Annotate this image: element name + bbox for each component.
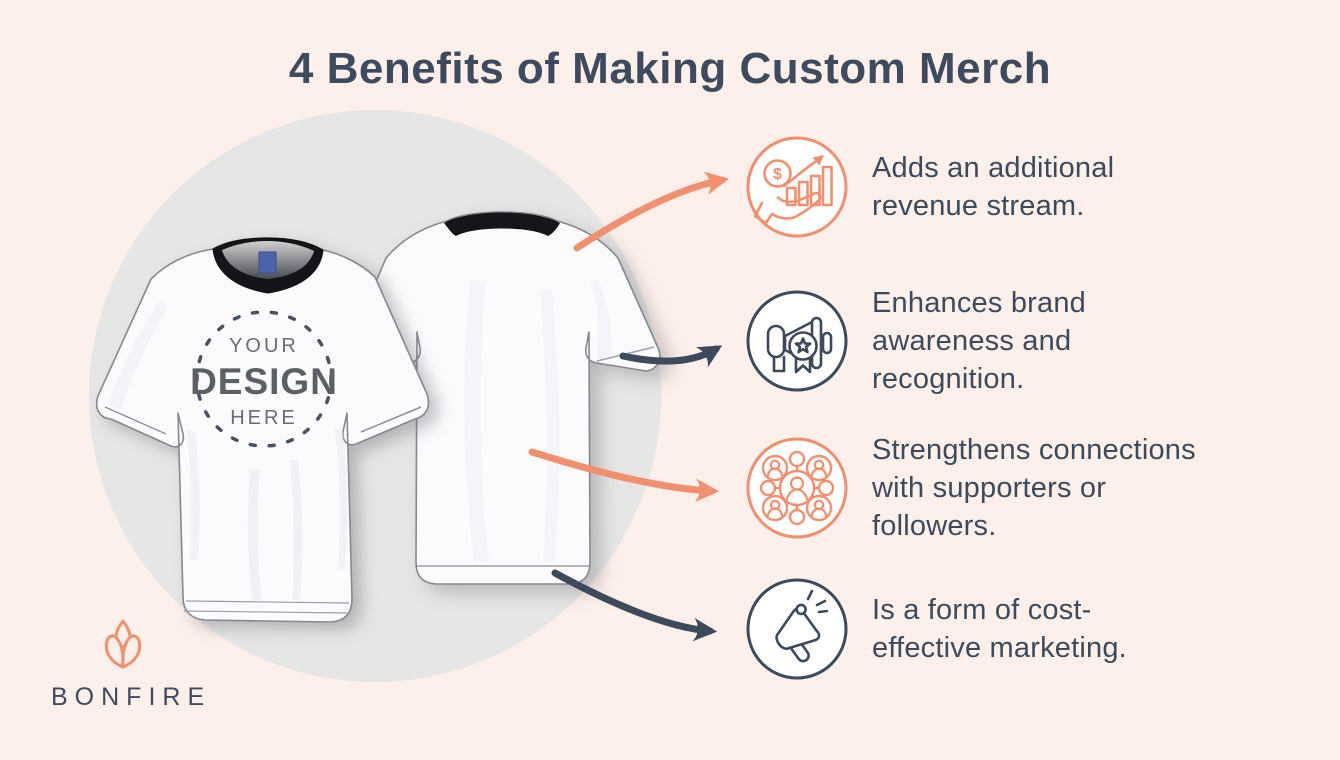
arrow-to-benefit-1: [573, 171, 730, 252]
svg-text:$: $: [773, 166, 782, 183]
design-text-design: DESIGN: [190, 361, 338, 402]
logo-wordmark: BONFIRE: [51, 683, 212, 711]
benefit-row-3: Strengthens connections with supporters …: [746, 431, 1196, 545]
bonfire-flame-icon: [104, 619, 142, 669]
revenue-growth-icon: $: [746, 136, 848, 238]
benefit-text-2: Enhances brand awareness and recognition…: [872, 287, 1087, 395]
supporter-network-icon: [746, 437, 848, 539]
benefit-text-4: Is a form of cost- effective marketing.: [872, 594, 1127, 664]
design-dashed-circle: [195, 310, 333, 448]
brand-badge-megaphone-icon: [746, 290, 848, 392]
arrow-to-benefit-4: [551, 569, 718, 642]
benefit-text-1: Adds an additional revenue stream.: [872, 152, 1115, 222]
page-title: 4 Benefits of Making Custom Merch: [288, 44, 1052, 93]
marketing-megaphone-icon: [746, 578, 848, 680]
benefit-row-4: Is a form of cost- effective marketing.: [746, 578, 1127, 680]
design-text-your: YOUR: [229, 335, 299, 357]
benefit-text-3: Strengthens connections with supporters …: [872, 434, 1196, 542]
benefit-row-2: Enhances brand awareness and recognition…: [746, 284, 1086, 398]
benefit-row-1: $ Adds an additional revenue stream.: [746, 136, 1114, 238]
shirt-tag: [258, 251, 277, 274]
design-text-here: HERE: [230, 407, 298, 429]
bonfire-logo: BONFIRE: [44, 616, 212, 712]
arrow-to-benefit-2: [619, 345, 723, 368]
tshirt-front: [95, 237, 430, 623]
tshirt-back: [345, 211, 661, 585]
design-placeholder: YOUR DESIGN HERE: [190, 310, 338, 448]
arrow-to-benefit-3: [528, 448, 720, 503]
